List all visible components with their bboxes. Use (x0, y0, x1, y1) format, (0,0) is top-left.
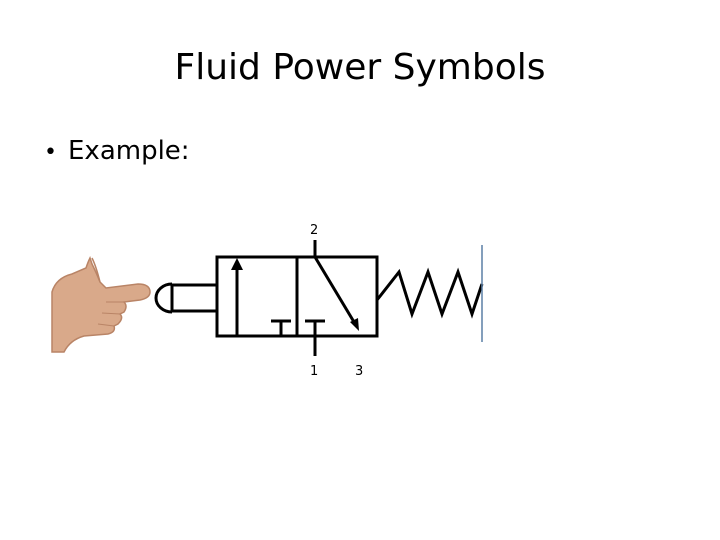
port-2-label: 2 (310, 223, 318, 238)
bullet-item: • Example: (44, 134, 190, 170)
port-1-label: 1 (310, 364, 318, 379)
port-3-label: 3 (355, 364, 363, 379)
slide-title: Fluid Power Symbols (174, 47, 546, 88)
left-envelope-flow (231, 258, 291, 336)
valve-body (215, 255, 379, 338)
right-envelope-flow (305, 256, 359, 336)
pushbutton-actuator (154, 282, 217, 314)
hand-icon (51, 256, 151, 353)
bullet-dot: • (44, 140, 57, 165)
return-spring (375, 245, 484, 342)
bullet-text: Example: (68, 136, 190, 166)
